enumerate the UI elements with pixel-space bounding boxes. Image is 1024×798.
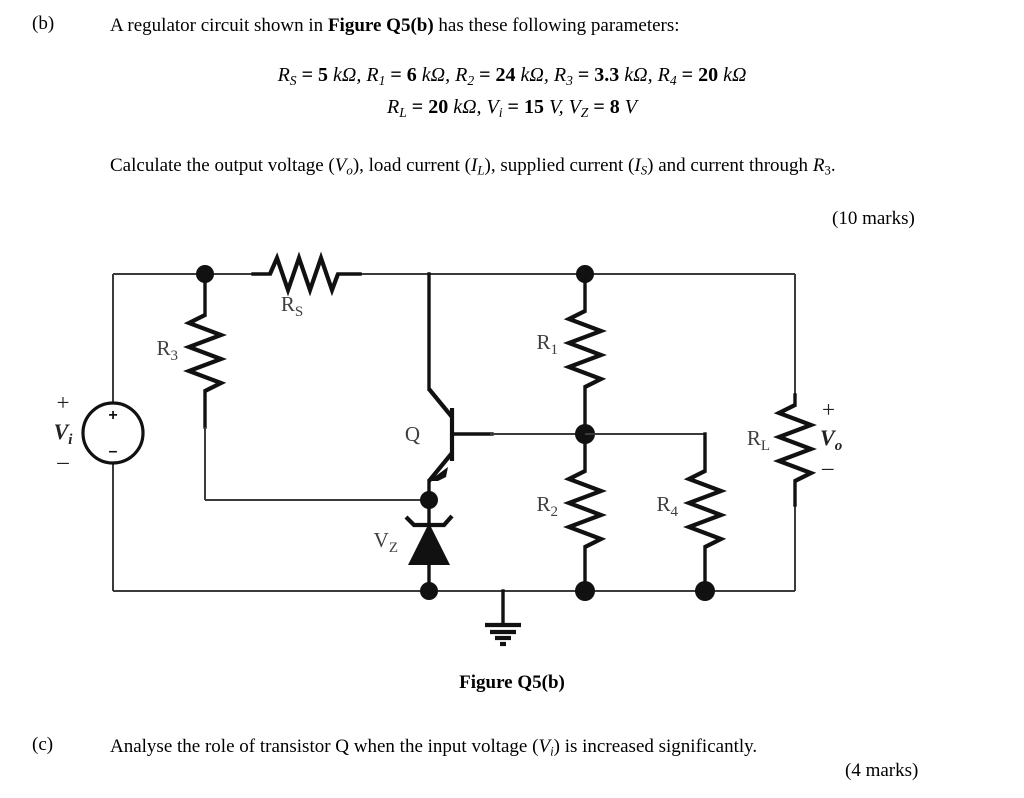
param-r1: R1 = 6 kΩ,: [366, 64, 451, 88]
source-plus-inner: +: [108, 407, 117, 424]
part-c-marks: (4 marks): [845, 760, 919, 781]
circuit-diagram: RS R3 + – + Vi – Q: [54, 251, 842, 647]
source-minus-inner: –: [109, 443, 118, 460]
part-b-marks: (10 marks): [832, 208, 915, 229]
output-label-vo: Vo: [820, 425, 842, 454]
param-r3: R3 = 3.3 kΩ,: [553, 64, 653, 88]
part-c-text: Analyse the role of transistor Q when th…: [110, 736, 758, 759]
part-b-label: (b): [32, 13, 55, 34]
param-r4: R4 = 20 kΩ: [657, 64, 747, 88]
resistor-r4-label: R4: [656, 492, 678, 520]
resistor-rl-label: RL: [747, 426, 770, 454]
figure-reference: Figure Q5(b): [327, 15, 434, 36]
resistor-rs-label: RS: [281, 292, 303, 320]
node-r4-bottom: [695, 581, 715, 601]
param-vz: VZ = 8 V: [568, 96, 637, 120]
param-vi: Vi = 15 V,: [486, 96, 564, 120]
part-b-intro: A regulator circuit shown in Figure Q5(b…: [110, 12, 970, 39]
source-terminal-minus: –: [56, 449, 69, 474]
part-b-task: Calculate the output voltage (Vo), load …: [110, 155, 836, 178]
node-top-left: [196, 265, 214, 283]
figure-caption: Figure Q5(b): [459, 672, 565, 693]
node-divider-bottom: [575, 581, 595, 601]
param-rl: RL = 20 kΩ,: [387, 96, 482, 120]
source-label-vi: Vi: [54, 419, 74, 448]
node-divider-top: [576, 265, 594, 283]
parameters-line-1: RS = 5 kΩ, R1 = 6 kΩ, R2 = 24 kΩ, R3 = 3…: [0, 64, 1024, 87]
zener-triangle: [408, 523, 450, 565]
resistor-r2-label: R2: [536, 492, 558, 520]
part-b-intro-post: has these following parameters:: [433, 15, 680, 36]
part-c-label: (c): [32, 734, 54, 755]
node-zener-ground: [420, 582, 438, 600]
resistor-r3-label: R3: [156, 336, 178, 364]
resistor-r1-label: R1: [536, 330, 558, 358]
transistor-emitter-arrow: [429, 467, 448, 481]
param-r2: R2 = 24 kΩ,: [455, 64, 549, 88]
output-plus: +: [822, 397, 835, 422]
parameters-line-2: RL = 20 kΩ, Vi = 15 V, VZ = 8 V: [0, 96, 1024, 119]
part-b-intro-pre: A regulator circuit shown in: [110, 15, 328, 36]
voltage-source-vi: [81, 401, 145, 465]
transistor-q-label: Q: [405, 422, 420, 446]
source-terminal-plus: +: [57, 390, 70, 415]
param-rs: RS = 5 kΩ,: [277, 64, 362, 88]
output-minus: –: [821, 455, 834, 480]
zener-vz-label: VZ: [374, 528, 398, 556]
